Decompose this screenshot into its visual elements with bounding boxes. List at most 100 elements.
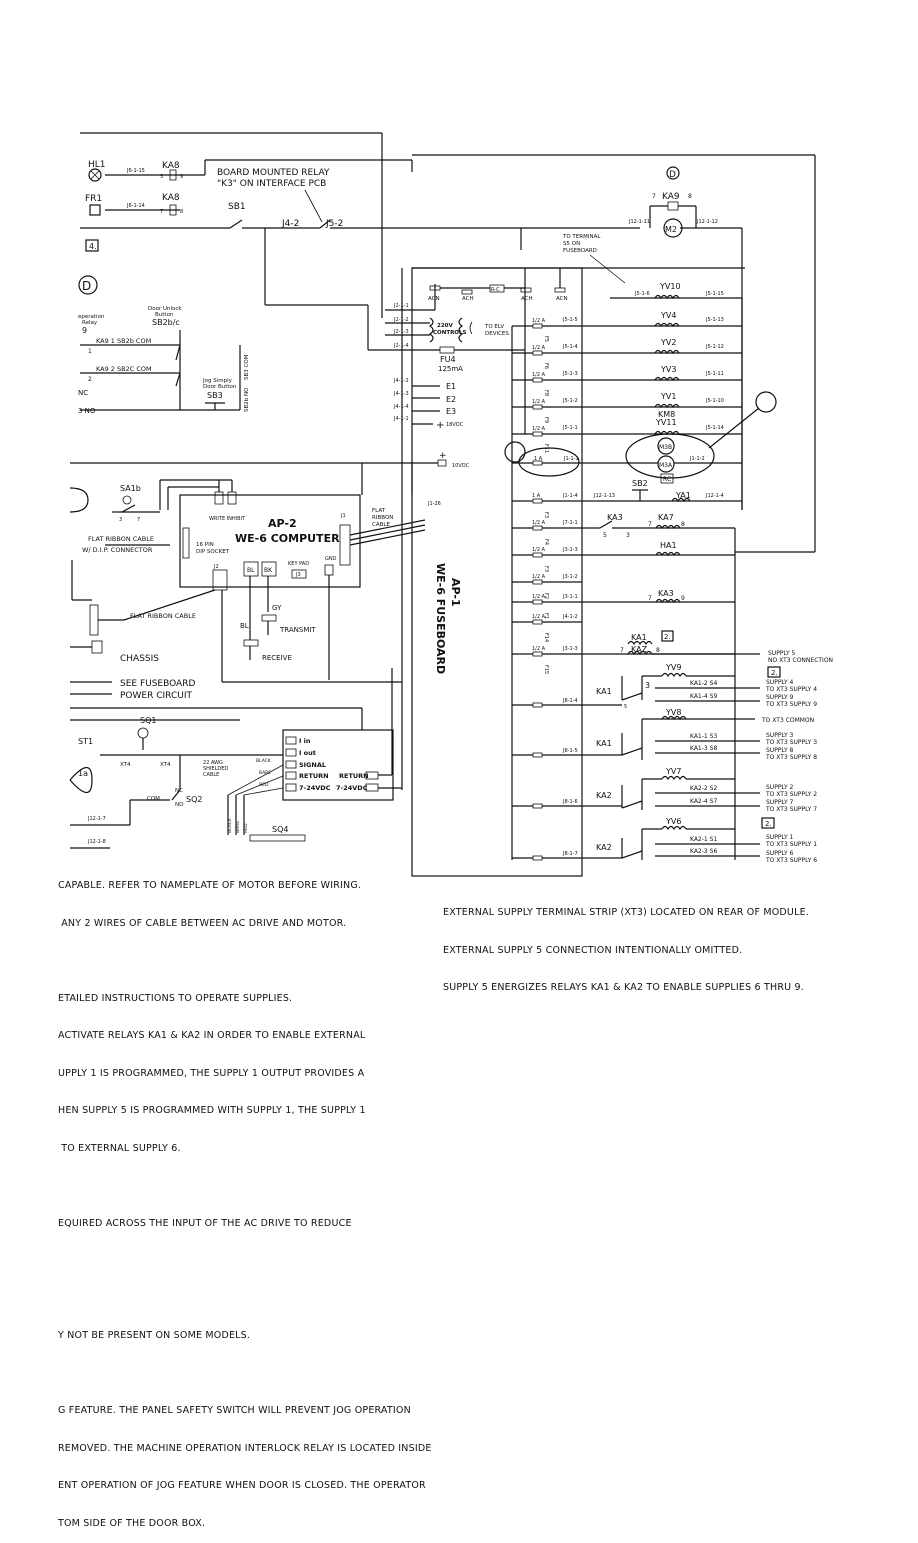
lower-6-v: 1/2 A xyxy=(532,646,546,652)
j12-12-label: J12-1-12 xyxy=(696,219,718,225)
fj-2: J8-1-6 xyxy=(562,799,578,805)
flat-ribbon-1: FLAT RIBBON CABLE xyxy=(88,535,154,543)
ka1-coil-pin8: 8 xyxy=(656,647,660,654)
note-box-2a xyxy=(661,630,674,642)
bare-vert: BARE xyxy=(235,821,241,833)
sq4-sensor-icon xyxy=(249,834,306,842)
to-terminal-2: S5 ON xyxy=(563,241,580,247)
sq2-label: SQ2 xyxy=(186,795,202,804)
keypad-label: KEY PAD xyxy=(288,561,309,567)
j2-connector: J2-1-1 J2-1-2 J2-1-3 J2-1-4 220V CONTROL… xyxy=(385,295,525,373)
j4-4-label: J4-1-4 xyxy=(393,404,409,410)
lower-3-fuse: F2 xyxy=(543,593,549,599)
note-line: EXTERNAL SUPPLY TERMINAL STRIP (XT3) LOC… xyxy=(443,907,810,918)
to-terminal-1: TO TERMINAL xyxy=(562,234,601,240)
r3-label: TO XT3 COMMON xyxy=(761,717,814,724)
c7-label: KA2-1 S1 xyxy=(690,836,717,843)
valve-2-jr: J5-1-11 xyxy=(705,371,724,377)
valve-rows: YV10 J5-1-6 J5-1-15 1/2 A J5-1-5 YV4 J5-… xyxy=(512,282,742,453)
c2-label: KA1-4 S9 xyxy=(690,693,717,700)
rc-snubber-icon xyxy=(660,473,674,484)
km8-label: KM8 xyxy=(658,410,675,419)
ka3b-pin9: 9 xyxy=(681,595,685,602)
fr1-label: FR1 xyxy=(85,194,102,204)
j5-2-label: J5-2 xyxy=(325,219,343,229)
bl-label: BL xyxy=(247,567,255,574)
j4-1-label: J4-1-1 xyxy=(393,416,409,422)
note-line xyxy=(58,955,432,968)
valve-row: 1/2 A J5-1-1 YV11 J5-1-14 F11 xyxy=(512,418,742,453)
ka3b-label: KA3 xyxy=(658,589,674,598)
controls-2: CONTROLS xyxy=(433,330,466,336)
r2-1: SUPPLY 9 xyxy=(766,694,794,701)
valve-2-name: YV3 xyxy=(660,365,676,374)
ka8-contact-b xyxy=(169,204,177,216)
note-line: TOM SIDE OF THE DOOR BOX. xyxy=(58,1517,206,1529)
r5-1: SUPPLY 8 xyxy=(766,747,794,754)
valve-3-fuse: F9 xyxy=(543,417,549,423)
ka7-pin7: 7 xyxy=(648,521,652,528)
km-left-highlight xyxy=(518,447,580,477)
wiring-schematic: HL1 FR1 J6-1-15 J6-1-14 KA8 KA8 3 9 7 8 … xyxy=(69,132,833,877)
to-terminal-3: FUSEBOARD xyxy=(563,248,597,254)
jog-3: SB3 xyxy=(207,391,223,400)
valve-3-jr: J5-1-10 xyxy=(705,398,724,404)
r7-1: SUPPLY 7 xyxy=(766,799,794,806)
yv7-label: YV7 xyxy=(665,767,681,776)
door-unlock-3: SB2b/c xyxy=(152,318,180,327)
xt4b-label: XT4 xyxy=(160,762,171,768)
valve-1-fuse: F6 xyxy=(543,363,549,369)
ap1-subtitle: WE-6 FUSEBOARD xyxy=(434,563,447,674)
note-line: ENT OPERATION OF JOG FEATURE WHEN DOOR I… xyxy=(58,1480,426,1491)
lower-row: 1/2 A J4-1-2 F14 xyxy=(512,614,582,642)
callout-circle-right xyxy=(755,391,777,413)
note-box-2b xyxy=(767,666,781,678)
lower-5-jl: J4-1-2 xyxy=(562,614,578,620)
r4-1: SUPPLY 3 xyxy=(766,732,794,739)
j12-7-label: J12-1-7 xyxy=(87,816,106,822)
note-line xyxy=(58,1293,432,1306)
ap2-title: AP-2 xyxy=(268,517,297,530)
ka7-label: KA7 xyxy=(658,513,674,522)
valve-row: 1/2 A J5-1-5 YV4 J5-1-13 F5 xyxy=(512,311,742,342)
ka8-label-a: KA8 xyxy=(162,161,180,171)
ka1a-label: KA1 xyxy=(596,687,612,696)
lower-row: 1/2 A J3-1-1 F1 xyxy=(512,594,735,619)
e1-label: E1 xyxy=(446,382,456,391)
valve-4-v: 1/2 A xyxy=(532,426,546,432)
to-terminal-leader xyxy=(589,254,626,284)
note-line: REMOVED. THE MACHINE OPERATION INTERLOCK… xyxy=(58,1442,432,1454)
lower-0-jl: J1-1-4 xyxy=(562,493,578,499)
relay-note-leader xyxy=(304,189,323,223)
note-line xyxy=(58,1255,432,1268)
pin16-1: 16 PIN xyxy=(196,542,214,548)
note-line: ANY 2 WIRES OF CABLE BETWEEN AC DRIVE AN… xyxy=(58,917,347,929)
r1-2: TO XT3 SUPPLY 4 xyxy=(765,686,817,693)
note-box-2a-label: 2. xyxy=(664,633,671,641)
j12-11-label: J12-1-11 xyxy=(628,219,650,225)
vdc10-label: 10VDC xyxy=(452,463,470,469)
red-vert: RED xyxy=(243,823,249,833)
flat-cable-1: FLAT xyxy=(372,508,386,514)
note-line: CAPABLE. REFER TO NAMEPLATE OF MOTOR BEF… xyxy=(58,880,362,891)
lower-row: 1/2 A J3-1-3 F3 xyxy=(512,547,735,572)
note-line: HEN SUPPLY 5 IS PROGRAMMED WITH SUPPLY 1… xyxy=(58,1105,366,1116)
ka9-pin8: 8 xyxy=(688,193,692,200)
sa1b-label: SA1b xyxy=(120,484,141,493)
c1-label: KA1-2 S4 xyxy=(690,680,717,687)
ka2b-label: KA2 xyxy=(596,843,612,852)
return-label: RETURN xyxy=(299,772,329,780)
note-line: EQUIRED ACROSS THE INPUT OF THE AC DRIVE… xyxy=(58,1217,352,1229)
ka8-pin9: 9 xyxy=(180,174,183,180)
c5-label: KA2-2 S2 xyxy=(690,785,717,792)
valve-3-name: YV1 xyxy=(660,392,676,401)
supply-section: SUPPLY 5 NO XT3 CONNECTION 2. YV9 YV8 YV… xyxy=(512,650,833,864)
valve-4-jr: J5-1-14 xyxy=(705,425,724,431)
lower-3-jl: J3-1-2 xyxy=(562,574,578,580)
d-marker-left-label: D xyxy=(82,279,91,293)
valve-0-jr: J5-1-13 xyxy=(705,317,724,323)
bk-label: BK xyxy=(264,567,273,574)
lower-2-jl: J3-1-3 xyxy=(562,547,578,553)
sb1-switch-icon xyxy=(229,219,243,229)
hl1-lamp-icon xyxy=(88,168,102,182)
